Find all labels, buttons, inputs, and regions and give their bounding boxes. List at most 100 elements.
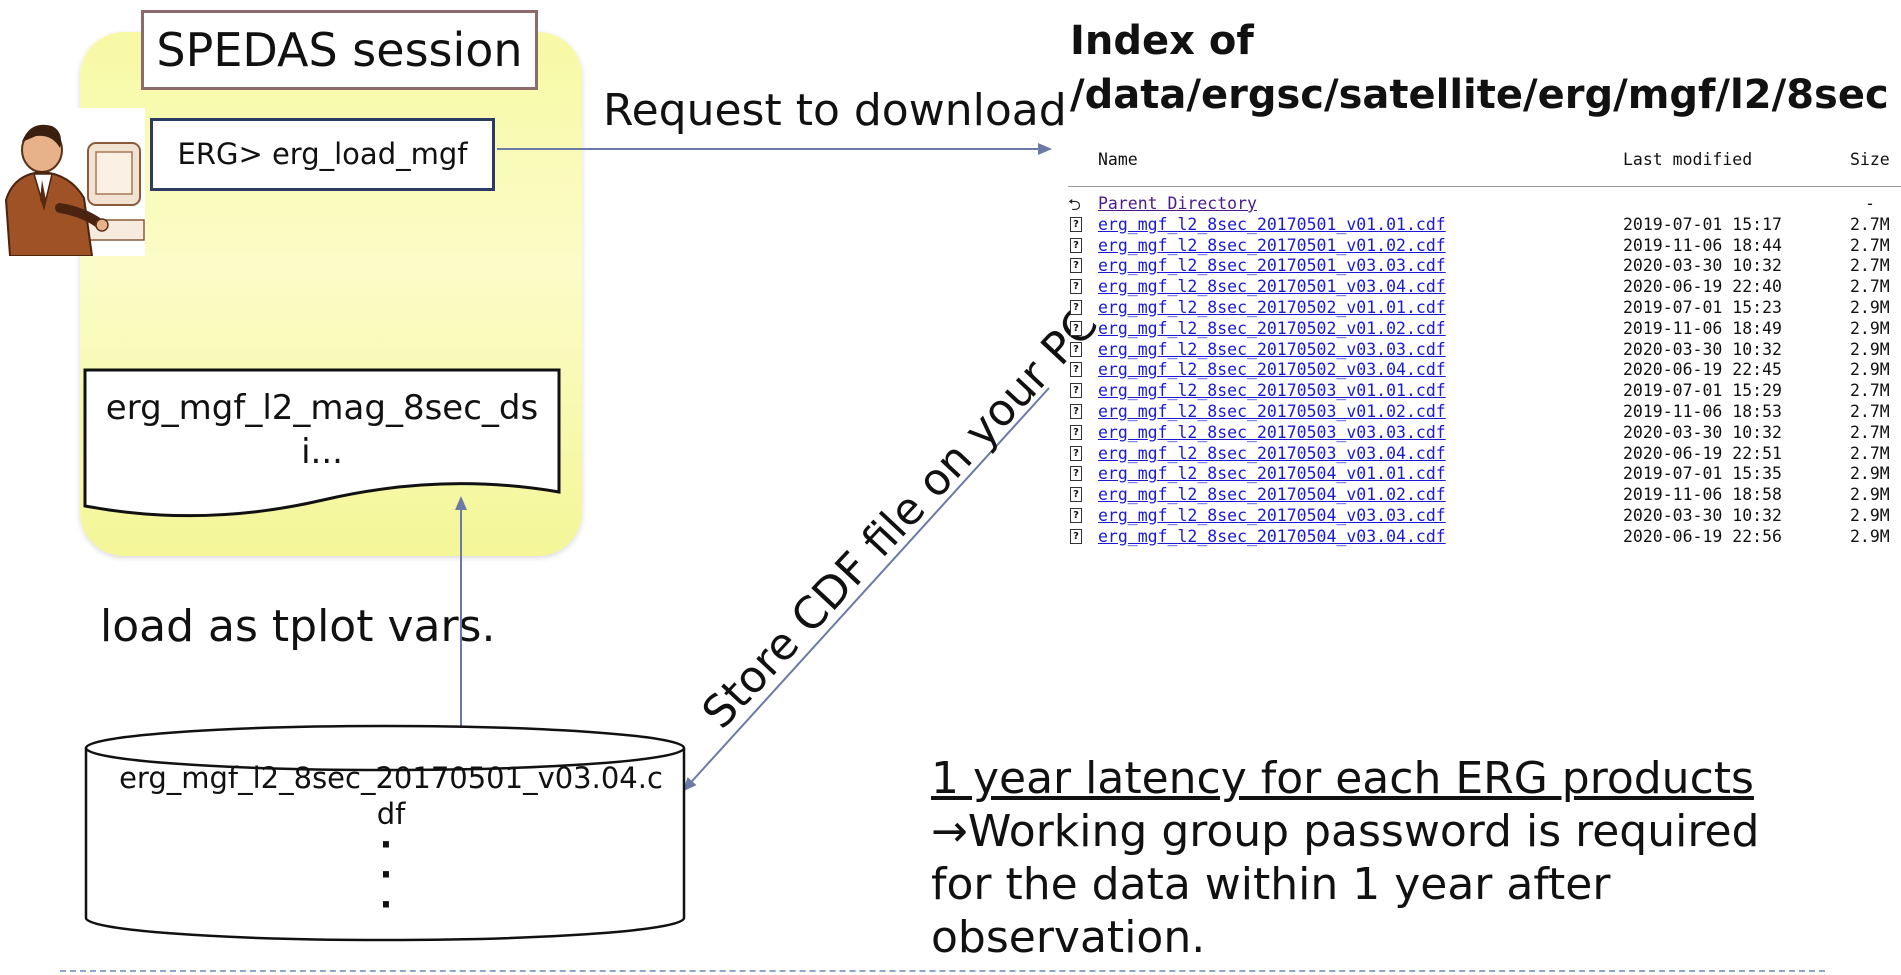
file-modified: 2019-11-06 18:53 bbox=[1623, 401, 1782, 421]
unknown-file-icon: ? bbox=[1070, 383, 1082, 399]
ellipsis-dot: · bbox=[379, 825, 393, 865]
file-link[interactable]: erg_mgf_l2_8sec_20170501_v01.01.cdf bbox=[1098, 214, 1446, 234]
file-row: ? erg_mgf_l2_8sec_20170501_v03.03.cdf 2020… bbox=[1068, 256, 1901, 277]
file-row: ? erg_mgf_l2_8sec_20170502_v03.03.cdf 2020… bbox=[1068, 340, 1901, 361]
parent-directory-link[interactable]: Parent Directory bbox=[1098, 194, 1257, 213]
command-box: ERG> erg_load_mgf bbox=[150, 118, 495, 191]
file-row: ? erg_mgf_l2_8sec_20170503_v03.04.cdf 2020… bbox=[1068, 444, 1901, 465]
cylinder-ellipsis: · · · bbox=[376, 825, 396, 925]
load-label: load as tplot vars. bbox=[100, 601, 496, 652]
file-row: ? erg_mgf_l2_8sec_20170501_v03.04.cdf 2020… bbox=[1068, 277, 1901, 298]
tplot-variable-line2: i... bbox=[301, 432, 343, 472]
file-link[interactable]: erg_mgf_l2_8sec_20170504_v01.01.cdf bbox=[1098, 464, 1446, 484]
file-modified: 2019-07-01 15:29 bbox=[1623, 381, 1782, 401]
file-link[interactable]: erg_mgf_l2_8sec_20170501_v03.04.cdf bbox=[1098, 277, 1446, 297]
header-divider bbox=[1068, 186, 1901, 187]
file-link[interactable]: erg_mgf_l2_8sec_20170503_v03.04.cdf bbox=[1098, 443, 1446, 463]
file-modified: 2020-03-30 10:32 bbox=[1623, 505, 1782, 525]
latency-line3: observation. bbox=[931, 912, 1206, 963]
cylinder-filename-line1: erg_mgf_l2_8sec_20170501_v03.04.c bbox=[119, 761, 663, 795]
latency-note: 1 year latency for each ERG products →Wo… bbox=[931, 752, 1891, 964]
file-row: ? erg_mgf_l2_8sec_20170501_v01.02.cdf 2019… bbox=[1068, 236, 1901, 257]
file-link[interactable]: erg_mgf_l2_8sec_20170501_v01.02.cdf bbox=[1098, 235, 1446, 255]
file-link[interactable]: erg_mgf_l2_8sec_20170502_v03.04.cdf bbox=[1098, 360, 1446, 380]
header-size: Size bbox=[1850, 150, 1890, 169]
file-modified: 2019-07-01 15:23 bbox=[1623, 297, 1782, 317]
file-modified: 2020-06-19 22:45 bbox=[1623, 360, 1782, 380]
latency-line1: →Working group password is required bbox=[931, 806, 1760, 857]
file-link[interactable]: erg_mgf_l2_8sec_20170502_v01.01.cdf bbox=[1098, 297, 1446, 317]
unknown-file-icon: ? bbox=[1070, 466, 1082, 482]
unknown-file-icon: ? bbox=[1070, 258, 1082, 274]
file-size: 2.9M bbox=[1850, 360, 1890, 380]
directory-listing: Name Last modified Size ⮌ Parent Directo… bbox=[1068, 150, 1901, 595]
file-row: ? erg_mgf_l2_8sec_20170504_v01.01.cdf 2019… bbox=[1068, 464, 1901, 485]
file-size: 2.9M bbox=[1850, 526, 1890, 546]
unknown-file-icon: ? bbox=[1070, 341, 1082, 357]
file-size: 2.7M bbox=[1850, 401, 1890, 421]
latency-line2: for the data within 1 year after bbox=[931, 859, 1611, 910]
file-row: ? erg_mgf_l2_8sec_20170501_v01.01.cdf 2019… bbox=[1068, 215, 1901, 236]
file-link[interactable]: erg_mgf_l2_8sec_20170503_v03.03.cdf bbox=[1098, 422, 1446, 442]
unknown-file-icon: ? bbox=[1070, 216, 1082, 232]
file-row: ? erg_mgf_l2_8sec_20170503_v01.02.cdf 2019… bbox=[1068, 402, 1901, 423]
unknown-file-icon: ? bbox=[1070, 403, 1082, 419]
listing-fade bbox=[1068, 592, 1901, 600]
unknown-file-icon: ? bbox=[1070, 424, 1082, 440]
file-size: 2.9M bbox=[1850, 297, 1890, 317]
unknown-file-icon: ? bbox=[1070, 279, 1082, 295]
file-size: 2.7M bbox=[1850, 422, 1890, 442]
ellipsis-dot: · bbox=[379, 855, 393, 895]
index-title: Index of /data/ergsc/satellite/erg/mgf/l… bbox=[1070, 14, 1889, 122]
unknown-file-icon: ? bbox=[1070, 445, 1082, 461]
local-storage-cylinder bbox=[84, 724, 686, 942]
file-link[interactable]: erg_mgf_l2_8sec_20170502_v03.03.cdf bbox=[1098, 339, 1446, 359]
file-modified: 2019-11-06 18:44 bbox=[1623, 235, 1782, 255]
index-title-line1: Index of bbox=[1070, 18, 1254, 64]
tplot-variable-document-shape bbox=[83, 368, 561, 518]
file-row: ? erg_mgf_l2_8sec_20170504_v01.02.cdf 2019… bbox=[1068, 485, 1901, 506]
file-size: 2.7M bbox=[1850, 443, 1890, 463]
file-row: ? erg_mgf_l2_8sec_20170504_v03.04.cdf 2020… bbox=[1068, 527, 1901, 548]
unknown-file-icon: ? bbox=[1070, 362, 1082, 378]
file-link[interactable]: erg_mgf_l2_8sec_20170504_v03.03.cdf bbox=[1098, 505, 1446, 525]
file-modified: 2020-06-19 22:56 bbox=[1623, 526, 1782, 546]
unknown-file-icon: ? bbox=[1070, 528, 1082, 544]
file-row: ? erg_mgf_l2_8sec_20170503_v03.03.cdf 2020… bbox=[1068, 423, 1901, 444]
file-row: ? erg_mgf_l2_8sec_20170503_v01.01.cdf 2019… bbox=[1068, 381, 1901, 402]
file-link[interactable]: erg_mgf_l2_8sec_20170503_v01.01.cdf bbox=[1098, 381, 1446, 401]
unknown-file-icon: ? bbox=[1070, 237, 1082, 253]
file-modified: 2019-07-01 15:35 bbox=[1623, 464, 1782, 484]
file-modified: 2020-03-30 10:32 bbox=[1623, 256, 1782, 276]
file-size: 2.9M bbox=[1850, 464, 1890, 484]
file-size: 2.9M bbox=[1850, 505, 1890, 525]
file-row: ? erg_mgf_l2_8sec_20170502_v03.04.cdf 2020… bbox=[1068, 360, 1901, 381]
file-size: 2.9M bbox=[1850, 318, 1890, 338]
user-avatar-icon bbox=[0, 108, 145, 257]
file-link[interactable]: erg_mgf_l2_8sec_20170502_v01.02.cdf bbox=[1098, 318, 1446, 338]
parent-size: - bbox=[1865, 194, 1875, 213]
tplot-variable-line1: erg_mgf_l2_mag_8sec_ds bbox=[105, 388, 539, 428]
request-label: Request to download bbox=[603, 85, 1067, 136]
session-title: SPEDAS session bbox=[141, 10, 538, 90]
file-size: 2.7M bbox=[1850, 214, 1890, 234]
listing-header: Name Last modified Size bbox=[1068, 150, 1901, 180]
file-modified: 2020-03-30 10:32 bbox=[1623, 339, 1782, 359]
file-modified: 2020-06-19 22:40 bbox=[1623, 277, 1782, 297]
latency-title: 1 year latency for each ERG products bbox=[931, 753, 1754, 804]
unknown-file-icon: ? bbox=[1070, 487, 1082, 503]
header-name: Name bbox=[1098, 150, 1138, 169]
file-link[interactable]: erg_mgf_l2_8sec_20170504_v01.02.cdf bbox=[1098, 485, 1446, 505]
ellipsis-dot: · bbox=[379, 885, 393, 925]
file-link[interactable]: erg_mgf_l2_8sec_20170501_v03.03.cdf bbox=[1098, 256, 1446, 276]
file-link[interactable]: erg_mgf_l2_8sec_20170503_v01.02.cdf bbox=[1098, 401, 1446, 421]
file-link[interactable]: erg_mgf_l2_8sec_20170504_v03.04.cdf bbox=[1098, 526, 1446, 546]
file-modified: 2020-03-30 10:32 bbox=[1623, 422, 1782, 442]
file-modified: 2020-06-19 22:51 bbox=[1623, 443, 1782, 463]
file-modified: 2019-11-06 18:58 bbox=[1623, 485, 1782, 505]
file-modified: 2019-07-01 15:17 bbox=[1623, 214, 1782, 234]
store-arrow bbox=[682, 387, 1050, 792]
